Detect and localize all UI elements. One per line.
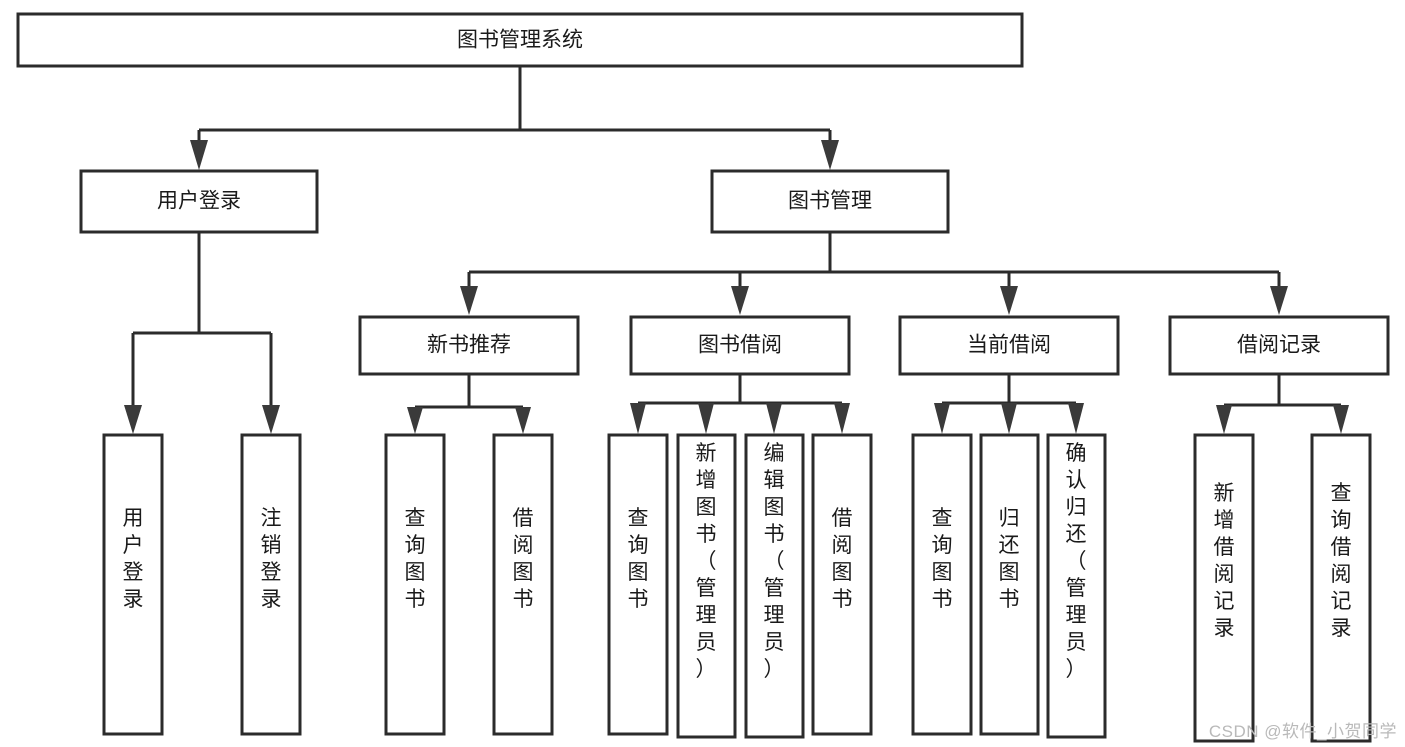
arrow-head-new-book-recommend <box>460 286 478 315</box>
arrow-head-leaf-user-login <box>124 405 142 434</box>
node-leaf-add-record[interactable]: 新增借阅记录 <box>1193 433 1255 743</box>
node-leaf-add-book[interactable]: 新增图书（管理员） <box>676 433 737 739</box>
node-leaf-borrow-book-2-box[interactable] <box>811 433 873 736</box>
node-root[interactable]: 图书管理系统 <box>16 12 1024 68</box>
node-current-borrow-label: 当前借阅 <box>967 334 1051 357</box>
node-current-borrow[interactable]: 当前借阅 <box>898 315 1120 376</box>
csdn-watermark: CSDN @软件_小贺同学 <box>1208 722 1397 741</box>
node-leaf-query-record-label: 查询借阅记录 <box>1331 482 1352 640</box>
node-leaf-query-record[interactable]: 查询借阅记录 <box>1310 433 1372 743</box>
arrow-head-borrow-record <box>1270 286 1288 315</box>
node-leaf-return-book[interactable]: 归还图书 <box>979 433 1040 736</box>
node-leaf-add-record-label: 新增借阅记录 <box>1214 482 1235 640</box>
node-leaf-user-login-label: 用户登录 <box>123 507 144 611</box>
node-new-book-recommend[interactable]: 新书推荐 <box>358 315 580 376</box>
node-leaf-user-login-box[interactable] <box>102 433 164 736</box>
node-book-manage[interactable]: 图书管理 <box>710 169 950 234</box>
node-leaf-confirm-return-box[interactable] <box>1046 433 1107 739</box>
node-user-login-box[interactable] <box>79 169 319 234</box>
arrow-head-leaf-query-record <box>1333 405 1349 434</box>
node-leaf-borrow-book-1-box[interactable] <box>492 433 554 736</box>
node-leaf-logout-login-label: 注销登录 <box>261 507 282 611</box>
node-leaf-add-book-box[interactable] <box>676 433 737 739</box>
node-borrow-record[interactable]: 借阅记录 <box>1168 315 1390 376</box>
node-leaf-return-book-box[interactable] <box>979 433 1040 736</box>
node-book-borrow-box[interactable] <box>629 315 851 376</box>
node-leaf-query-book-1-label: 查询图书 <box>405 507 426 611</box>
node-leaf-edit-book[interactable]: 编辑图书（管理员） <box>744 433 805 739</box>
arrow-head-leaf-query-book-2 <box>630 403 646 434</box>
node-leaf-query-book-2[interactable]: 查询图书 <box>607 433 669 736</box>
node-leaf-borrow-book-2-label: 借阅图书 <box>832 507 853 611</box>
node-current-borrow-box[interactable] <box>898 315 1120 376</box>
node-leaf-query-book-3-label: 查询图书 <box>932 507 953 611</box>
node-leaf-confirm-return[interactable]: 确认归还（管理员） <box>1046 433 1107 739</box>
arrow-head-leaf-query-book-3 <box>934 403 950 434</box>
node-leaf-query-book-2-label: 查询图书 <box>628 507 649 611</box>
node-borrow-record-label: 借阅记录 <box>1237 334 1321 357</box>
node-leaf-confirm-return-label: 确认归还（管理员） <box>1066 442 1087 681</box>
node-leaf-query-book-2-box[interactable] <box>607 433 669 736</box>
connector-group <box>124 66 1349 434</box>
arrow-head-leaf-add-book <box>698 403 714 434</box>
arrow-head-leaf-add-record <box>1216 405 1232 434</box>
node-user-login-label: 用户登录 <box>157 190 241 213</box>
node-leaf-query-record-box[interactable] <box>1310 433 1372 743</box>
node-new-book-recommend-box[interactable] <box>358 315 580 376</box>
node-leaf-add-record-box[interactable] <box>1193 433 1255 743</box>
node-user-login[interactable]: 用户登录 <box>79 169 319 234</box>
node-leaf-borrow-book-1-label: 借阅图书 <box>513 507 534 611</box>
node-root-label: 图书管理系统 <box>457 29 583 52</box>
node-book-borrow[interactable]: 图书借阅 <box>629 315 851 376</box>
arrow-head-user-login <box>190 140 208 170</box>
node-new-book-recommend-label: 新书推荐 <box>427 334 511 357</box>
arrow-head-leaf-borrow-book-2 <box>834 403 850 434</box>
node-leaf-borrow-book-1[interactable]: 借阅图书 <box>492 433 554 736</box>
node-leaf-borrow-book-2[interactable]: 借阅图书 <box>811 433 873 736</box>
arrow-head-leaf-edit-book <box>766 403 782 434</box>
arrow-head-leaf-confirm-return <box>1068 403 1084 434</box>
node-leaf-query-book-1-box[interactable] <box>384 433 446 736</box>
arrow-head-leaf-borrow-book-1 <box>515 407 531 434</box>
node-leaf-add-book-label: 新增图书（管理员） <box>696 442 717 681</box>
node-leaf-edit-book-box[interactable] <box>744 433 805 739</box>
node-borrow-record-box[interactable] <box>1168 315 1390 376</box>
arrow-head-leaf-return-book <box>1001 403 1017 434</box>
node-book-manage-box[interactable] <box>710 169 950 234</box>
arrow-head-current-borrow <box>1000 286 1018 315</box>
arrow-head-book-borrow <box>731 286 749 315</box>
node-leaf-return-book-label: 归还图书 <box>999 507 1020 611</box>
node-leaf-query-book-1[interactable]: 查询图书 <box>384 433 446 736</box>
node-leaf-user-login[interactable]: 用户登录 <box>102 433 164 736</box>
node-leaf-query-book-3[interactable]: 查询图书 <box>911 433 973 736</box>
node-book-manage-label: 图书管理 <box>788 190 872 213</box>
arrow-head-book-manage <box>821 140 839 170</box>
node-leaf-logout-login[interactable]: 注销登录 <box>240 433 302 736</box>
arrow-head-leaf-query-book-1 <box>407 407 423 434</box>
arrow-head-leaf-logout-login <box>262 405 280 434</box>
node-root-box[interactable] <box>16 12 1024 68</box>
node-leaf-logout-login-box[interactable] <box>240 433 302 736</box>
node-leaf-query-book-3-box[interactable] <box>911 433 973 736</box>
node-book-borrow-label: 图书借阅 <box>698 334 782 357</box>
node-leaf-edit-book-label: 编辑图书（管理员） <box>764 442 785 681</box>
